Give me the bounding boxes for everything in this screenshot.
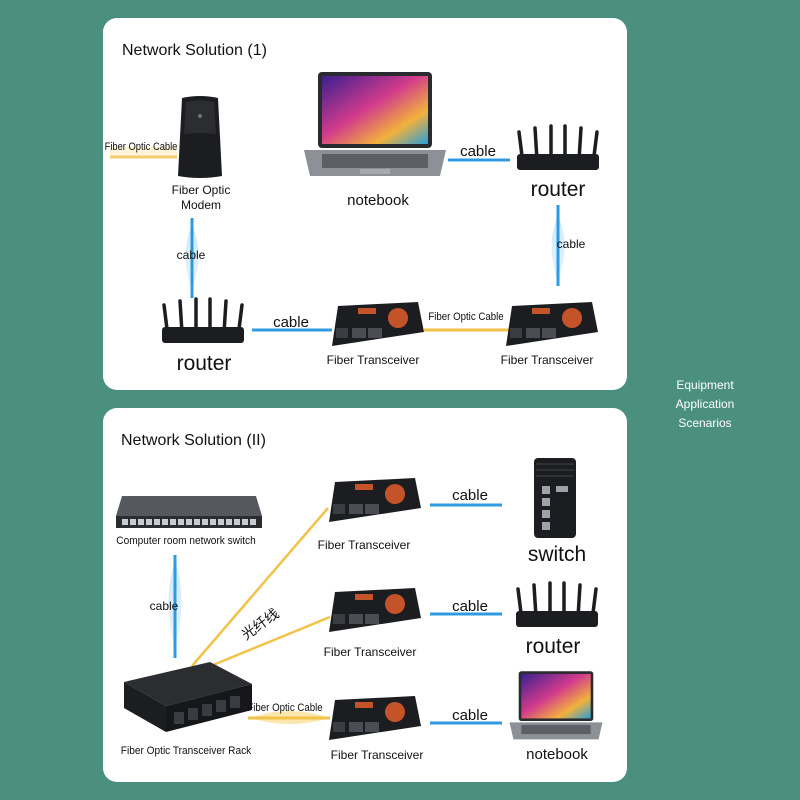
side-caption: Equipment Application Scenarios [660,376,750,433]
cable-label-3: cable [452,707,488,724]
transceiver-label-2: Fiber Transceiver [500,353,594,367]
cable-label-1: cable [452,487,488,504]
notebook-label: notebook [347,192,409,209]
solution-2-title: Network Solution (II) [121,432,266,449]
modem-icon [178,96,222,178]
rack-label: Fiber Optic Transceiver Rack [120,745,252,757]
router-s2-icon [516,581,598,627]
solution-1-title: Network Solution (1) [122,42,267,59]
notebook-s2-icon [509,671,603,740]
fiber-optic-cable-label-s2: Fiber Optic Cable [247,702,323,714]
cable-label-vertical-right: cable [556,237,586,251]
modem-label: Fiber Optic Modem [171,183,231,212]
cable-label-2: cable [452,598,488,615]
side-caption-line-3: Scenarios [678,416,732,430]
side-caption-line-2: Application [675,397,735,411]
network-switch-label: Computer room network switch [116,535,256,547]
fiber-optic-cable-label-left: Fiber Optic Cable [104,141,178,153]
fiber-line-rack-top [191,507,329,667]
industrial-switch-icon [534,458,576,538]
fiber-transceiver-icon-1 [332,302,424,346]
cable-label-bottom: cable [273,314,309,331]
fiber-optic-cable-label-mid: Fiber Optic Cable [428,311,504,323]
fiber-transceiver-icon-2 [506,302,598,346]
fiber-transceiver-icon-3 [329,478,421,522]
transceiver-label-mid: Fiber Transceiver [323,645,417,659]
cable-label-vertical-left: cable [176,248,206,262]
transceiver-label-1: Fiber Transceiver [326,353,420,367]
side-caption-line-1: Equipment [676,378,734,392]
cable-label-s2-vertical: cable [149,599,179,613]
cable-label-top: cable [460,143,496,160]
fiber-transceiver-icon-4 [329,588,421,632]
transceiver-label-bot: Fiber Transceiver [330,748,424,762]
router-label-bottom: router [176,352,232,375]
notebook-icon [304,72,446,176]
switch-label: switch [527,543,587,566]
router-label-s2: router [525,635,581,658]
transceiver-label-top: Fiber Transceiver [317,538,411,552]
fiber-line-rack-mid [195,615,331,674]
router-label-top: router [530,178,586,201]
transceiver-rack-icon [124,662,252,732]
network-switch-icon [116,496,262,528]
router-top-icon [517,124,599,170]
router-bottom-icon [162,297,244,343]
notebook-label-s2: notebook [526,746,588,763]
fiber-transceiver-icon-5 [329,696,421,740]
